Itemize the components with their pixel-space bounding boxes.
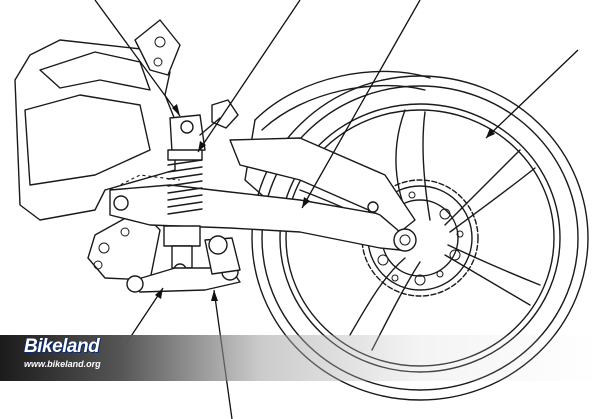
leader-line-2 bbox=[197, 0, 301, 153]
plate-bolt bbox=[93, 260, 103, 270]
arrowhead-3 bbox=[302, 197, 310, 208]
sprocket-hole bbox=[408, 191, 416, 199]
bracket-bolt bbox=[153, 57, 163, 67]
frame-cutout bbox=[39, 51, 151, 91]
brand-name: Bikeland bbox=[24, 336, 100, 357]
shock-spring bbox=[167, 159, 203, 215]
swingarm-pivot bbox=[113, 195, 129, 211]
leader-line-1 bbox=[94, 0, 181, 117]
swingarm-hidden-edge bbox=[109, 174, 181, 191]
rear-rim-inner bbox=[285, 109, 555, 367]
bracket-bolt bbox=[154, 36, 166, 48]
rear-rim-outer bbox=[279, 103, 561, 373]
watermark-banner bbox=[0, 335, 600, 381]
chain-adjuster-bolt bbox=[367, 201, 379, 213]
swingarm bbox=[109, 137, 417, 252]
arrowhead-6 bbox=[211, 290, 218, 301]
frame-bracket bbox=[134, 19, 181, 76]
frame-cutout bbox=[24, 94, 151, 186]
wheel-spoke bbox=[422, 111, 431, 221]
wheel-spoke bbox=[447, 244, 541, 286]
shock-lower-body bbox=[163, 225, 201, 247]
suspension-linkage bbox=[126, 235, 241, 293]
axle-center bbox=[399, 234, 411, 246]
rear-tire-inner bbox=[261, 85, 579, 391]
arrowhead-5 bbox=[155, 288, 163, 299]
hugger-inner bbox=[261, 84, 426, 131]
frame bbox=[14, 19, 181, 281]
leader-line-4 bbox=[485, 49, 579, 139]
arrowhead-4 bbox=[486, 128, 495, 138]
wheel-spoke bbox=[349, 257, 406, 336]
wheel-spoke bbox=[449, 167, 536, 233]
rear-tire-outer bbox=[251, 75, 589, 401]
watermark-logo: Bikeland www.bikeland.org bbox=[24, 336, 101, 369]
plate-bolt bbox=[120, 227, 130, 237]
sprocket-hole bbox=[436, 270, 444, 278]
arrowhead-2 bbox=[198, 141, 206, 152]
leader-line-3 bbox=[301, 0, 421, 209]
reservoir-hose bbox=[199, 117, 221, 136]
reservoir-cap bbox=[211, 99, 239, 129]
shock-absorber bbox=[163, 99, 239, 277]
arrowhead-1 bbox=[172, 104, 180, 116]
shock-upper-mount-bolt bbox=[180, 120, 194, 134]
wheel-spoke bbox=[444, 149, 521, 226]
sprocket-bolt bbox=[377, 254, 389, 266]
hugger-outer bbox=[254, 70, 431, 121]
sprocket-bolt bbox=[414, 274, 426, 286]
sprocket-bolt bbox=[439, 208, 451, 220]
sprocket-hole bbox=[391, 274, 399, 282]
link-pivot bbox=[126, 275, 144, 293]
plate-bolt bbox=[98, 242, 110, 254]
sprocket-hole bbox=[456, 230, 464, 238]
sprocket-bolt bbox=[449, 249, 461, 261]
axle-nut bbox=[393, 228, 417, 252]
shock-collar bbox=[167, 149, 203, 161]
tie-rod-bolt bbox=[208, 235, 228, 255]
brand-url: www.bikeland.org bbox=[24, 359, 101, 369]
